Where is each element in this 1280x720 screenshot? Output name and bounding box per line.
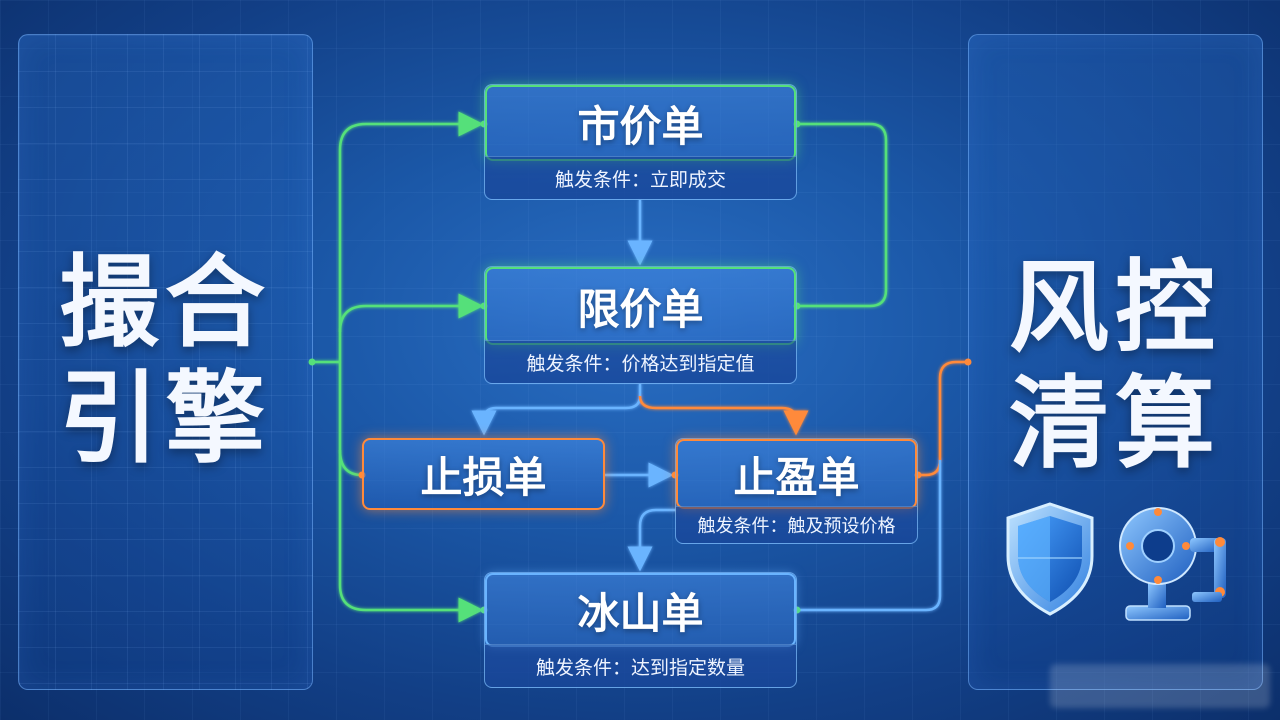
to-iceberg-line	[338, 584, 484, 623]
trunk-line	[338, 111, 484, 151]
iceberg-to-risk-line	[797, 460, 942, 612]
stop-loss-order-title: 止损单	[420, 452, 547, 502]
risk-clearing-title: 风控 清算	[990, 250, 1240, 482]
matching-engine-title: 撮合 引擎	[40, 245, 290, 477]
limit-order-condition: 触发条件：价格达到指定值	[485, 340, 796, 383]
market-limit-loop	[797, 122, 888, 308]
shield-icon	[1006, 502, 1094, 616]
market-order-condition: 触发条件：立即成交	[485, 156, 796, 199]
takeprofit-to-risk-line	[918, 360, 968, 477]
take-profit-order-node[interactable]: 止盈单 触发条件：触及预设价格	[675, 438, 918, 544]
port-dot	[308, 358, 316, 366]
valve-icon	[1119, 507, 1226, 621]
take-profit-order-condition: 触发条件：触及预设价格	[676, 506, 917, 543]
limit-to-takeprofit-arrow	[638, 395, 809, 436]
title-line: 撮合	[59, 244, 271, 361]
limit-order-node[interactable]: 限价单 触发条件：价格达到指定值	[484, 266, 797, 384]
stop-loss-order-node[interactable]: 止损单	[362, 438, 605, 510]
limit-order-title: 限价单	[485, 267, 796, 345]
iceberg-order-condition: 触发条件：达到指定数量	[485, 644, 796, 687]
title-line: 风控	[1009, 249, 1221, 366]
to-limit-line	[338, 293, 484, 333]
iceberg-order-node[interactable]: 冰山单 触发条件：达到指定数量	[484, 572, 797, 688]
market-order-title: 市价单	[485, 85, 796, 161]
matching-engine-panel	[18, 34, 313, 690]
takeprofit-to-iceberg-arrow	[627, 508, 676, 572]
market-order-node[interactable]: 市价单 触发条件：立即成交	[484, 84, 797, 200]
port-dot	[964, 358, 972, 366]
iceberg-order-title: 冰山单	[485, 573, 796, 647]
watermark	[1050, 664, 1270, 708]
limit-to-stoploss-arrow	[471, 384, 642, 436]
title-line: 清算	[1009, 365, 1221, 482]
take-profit-order-title: 止盈单	[676, 439, 917, 509]
title-line: 引擎	[59, 360, 271, 477]
to-stoploss-line	[338, 449, 363, 477]
